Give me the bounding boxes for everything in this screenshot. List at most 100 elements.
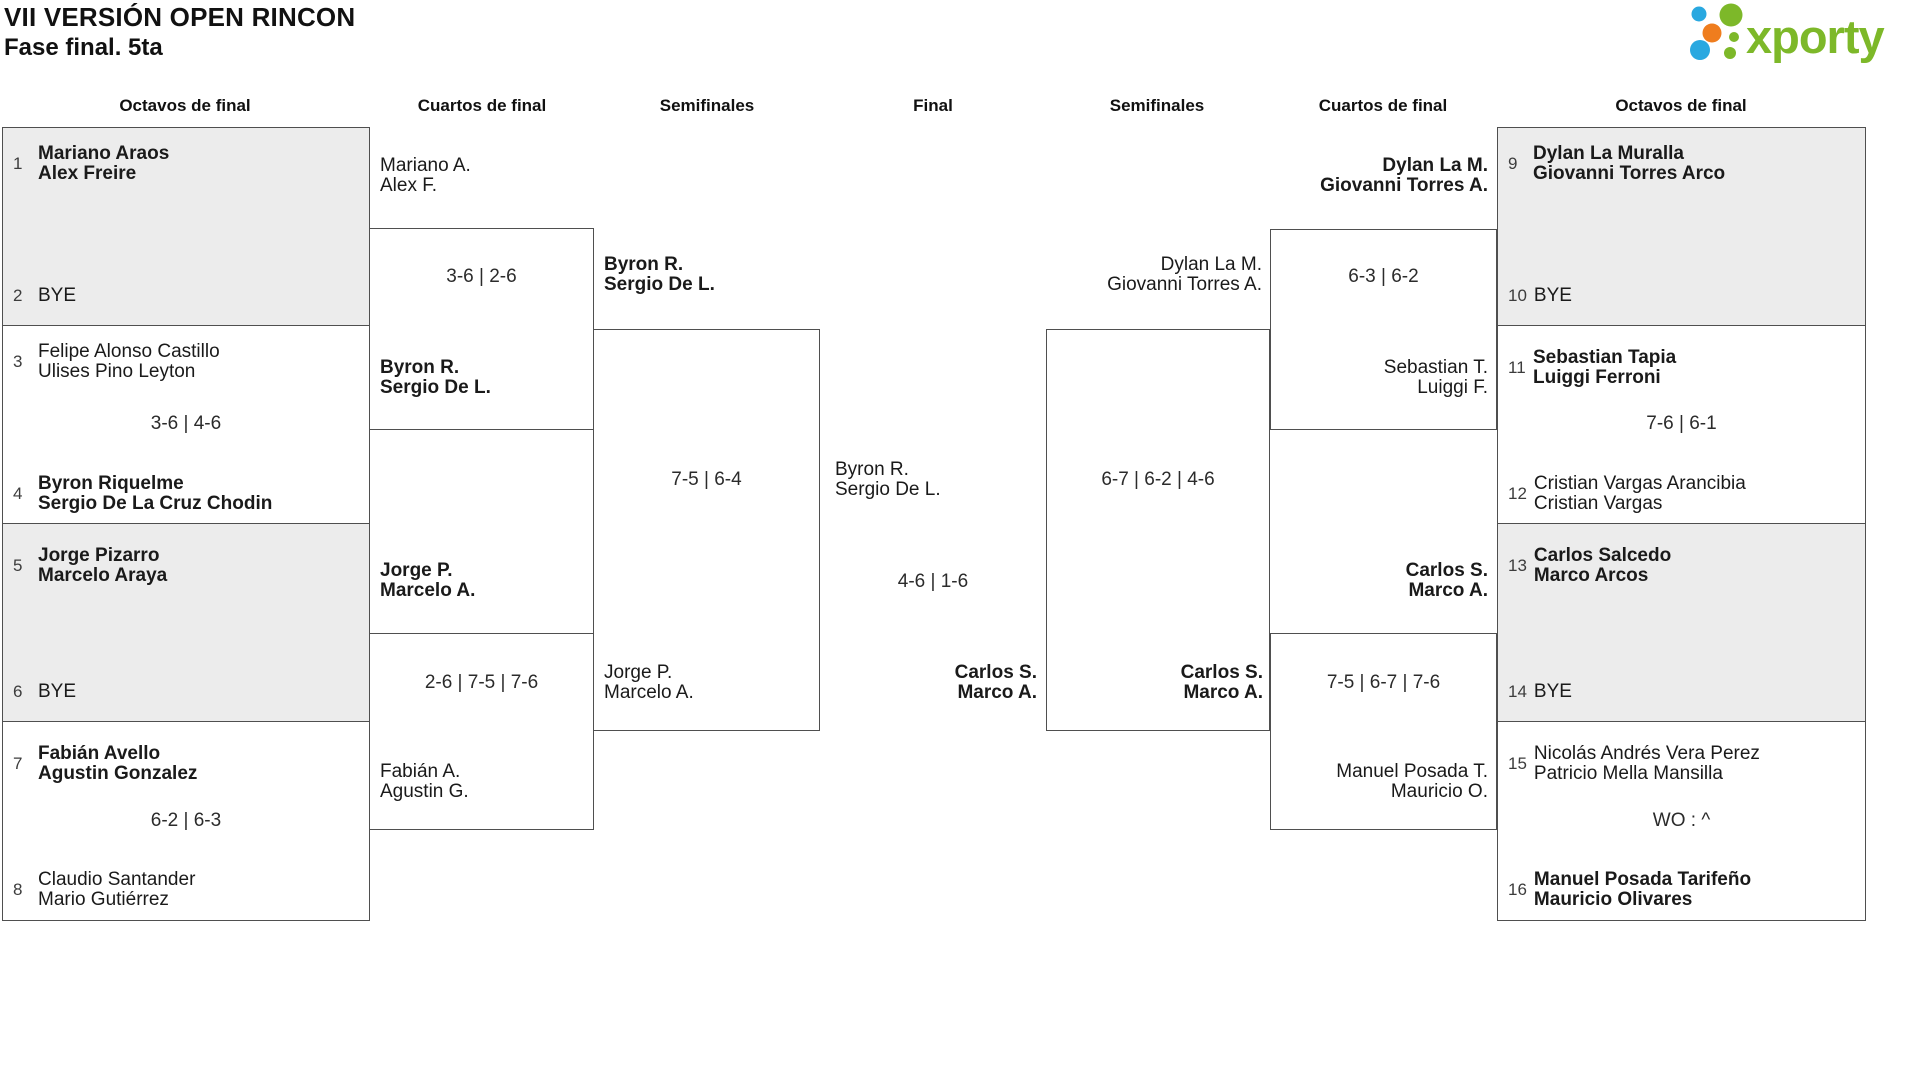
player-name: BYE <box>1533 681 1572 702</box>
logo-dot-green-tiny <box>1729 32 1739 42</box>
logo-wordmark: xporty <box>1746 10 1885 63</box>
pair-name: Jorge P. <box>380 560 453 581</box>
page-subtitle: Fase final. 5ta <box>4 34 163 61</box>
player-name: Fabián Avello <box>38 743 161 764</box>
seed-number: 4 <box>13 484 23 503</box>
round-header-semis-left: Semifinales <box>659 96 755 115</box>
quarterfinal-left-a-box <box>369 228 594 430</box>
player-name: Jorge Pizarro <box>38 545 160 566</box>
player-name: Mariano Araos <box>38 143 170 164</box>
pair-name: Giovanni Torres A. <box>1320 175 1488 196</box>
seed-number: 10 <box>1508 286 1527 305</box>
match-score: 6-3 | 6-2 <box>1348 266 1419 287</box>
logo-dot-orange <box>1702 23 1722 43</box>
seed-number: 15 <box>1508 754 1527 773</box>
player-name: BYE <box>1533 285 1572 306</box>
pair-name: Sergio De L. <box>835 479 941 500</box>
pair-name: Alex F. <box>380 175 438 196</box>
player-name: Giovanni Torres Arco <box>1533 163 1726 184</box>
seed-number: 1 <box>13 154 23 173</box>
player-name: Patricio Mella Mansilla <box>1533 763 1723 784</box>
pair-label: Jorge P.Marcelo A. <box>380 561 596 601</box>
player-name: Agustin Gonzalez <box>38 763 198 784</box>
pair-name: Marco A. <box>1183 682 1263 703</box>
player-name: Sergio De La Cruz Chodin <box>38 493 273 514</box>
seed-number: 6 <box>13 682 23 701</box>
round-header-octavos-right: Octavos de final <box>1615 96 1747 115</box>
seed-number: 5 <box>13 556 23 575</box>
seed-number: 14 <box>1508 682 1527 701</box>
pair-name: Dylan La M. <box>1160 254 1262 275</box>
seed-number: 2 <box>13 286 23 305</box>
page-title: VII VERSIÓN OPEN RINCON <box>4 2 356 32</box>
pair-label: Carlos S.Marco A. <box>820 663 1037 703</box>
pair-name: Sebastian T. <box>1383 357 1488 378</box>
pair-name: Mariano A. <box>380 155 471 176</box>
match-score: 2-6 | 7-5 | 7-6 <box>424 672 539 693</box>
pair-label: Sebastian T.Luiggi F. <box>1272 358 1488 398</box>
pair-label: Byron R.Sergio De L. <box>380 358 596 398</box>
pair-name: Fabián A. <box>380 761 461 782</box>
match-score: 6-7 | 6-2 | 4-6 <box>1101 469 1215 490</box>
pair-label: Mariano A.Alex F. <box>380 156 596 196</box>
seed-number: 7 <box>13 754 23 773</box>
pair-label: Dylan La M.Giovanni Torres A. <box>1272 156 1488 196</box>
team-entry: 6 BYE <box>13 672 363 712</box>
seed-number: 11 <box>1508 358 1526 377</box>
team-entry: 14 BYE <box>1508 672 1859 712</box>
player-name: BYE <box>38 285 77 306</box>
player-name: Marcelo Araya <box>38 565 168 586</box>
logo-dot-blue-small <box>1691 6 1707 22</box>
seed-number: 9 <box>1508 154 1518 173</box>
seed-number: 13 <box>1508 556 1527 575</box>
pair-label: Byron R.Sergio De L. <box>604 255 820 295</box>
pair-label: Carlos S.Marco A. <box>1272 561 1488 601</box>
quarterfinal-right-a-box <box>1270 229 1497 430</box>
pair-name: Dylan La M. <box>1382 155 1488 176</box>
pair-name: Marcelo A. <box>380 580 476 601</box>
player-name: Nicolás Andrés Vera Perez <box>1533 743 1760 764</box>
pair-name: Agustin G. <box>380 781 469 802</box>
pair-name: Sergio De L. <box>380 377 491 398</box>
player-name: Sebastian Tapia <box>1533 347 1677 368</box>
pair-label: Jorge P.Marcelo A. <box>604 663 820 703</box>
match-score: 7-5 | 6-7 | 7-6 <box>1326 672 1441 693</box>
round-header-cuartos-right: Cuartos de final <box>1318 96 1448 115</box>
pair-label: Carlos S.Marco A. <box>1046 663 1263 703</box>
player-name: Cristian Vargas <box>1533 493 1663 514</box>
pair-label: Fabián A.Agustin G. <box>380 762 596 802</box>
quarterfinal-right-b-box <box>1270 633 1497 830</box>
pair-name: Carlos S. <box>1180 662 1263 683</box>
player-name: Mario Gutiérrez <box>38 889 169 910</box>
pair-label: Dylan La M.Giovanni Torres A. <box>1046 255 1262 295</box>
pair-name: Marco A. <box>1408 580 1488 601</box>
player-name: Alex Freire <box>38 163 137 184</box>
team-entry: 2 BYE <box>13 276 363 316</box>
pair-name: Marcelo A. <box>604 682 694 703</box>
match-score: 3-6 | 2-6 <box>446 266 517 287</box>
match-score: 6-2 | 6-3 <box>150 810 222 831</box>
round-header-semis-right: Semifinales <box>1109 96 1205 115</box>
xporty-logo[interactable]: xporty <box>1684 2 1916 66</box>
seed-number: 8 <box>13 880 23 899</box>
pair-name: Luiggi F. <box>1417 377 1488 398</box>
match-score: WO : ^ <box>1652 810 1711 831</box>
player-name: Byron Riquelme <box>38 473 184 494</box>
pair-name: Byron R. <box>835 459 909 480</box>
pair-name: Marco A. <box>957 682 1037 703</box>
pair-name: Carlos S. <box>1405 560 1488 581</box>
xporty-logo-icon: xporty <box>1690 3 1886 63</box>
